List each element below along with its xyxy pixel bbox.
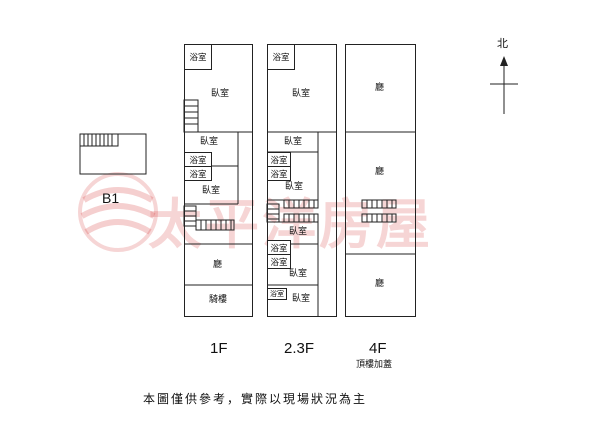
f1-bedroom-top: 臥室 bbox=[211, 89, 230, 99]
f1-bedroom-mid: 臥室 bbox=[200, 137, 219, 147]
f23-bedroom-4: 臥室 bbox=[289, 269, 308, 279]
f23-bathroom-e: 浴室 bbox=[267, 288, 287, 300]
f4-hall-1: 廳 bbox=[375, 83, 385, 93]
f23-bathroom-c: 浴室 bbox=[267, 240, 291, 255]
f4-hall-2: 廳 bbox=[375, 167, 385, 177]
floor-23f-label: 2.3F bbox=[284, 340, 315, 357]
disclaimer-note: 本圖僅供參考，實際以現場狀況為主 bbox=[143, 392, 368, 406]
f23-bedroom-5: 臥室 bbox=[292, 294, 311, 304]
f23-bedroom-1: 臥室 bbox=[284, 137, 303, 147]
f4-hall-3: 廳 bbox=[375, 279, 385, 289]
f23-bedroom-top: 臥室 bbox=[292, 89, 311, 99]
f23-bathroom-b: 浴室 bbox=[267, 166, 291, 181]
floor-4f-outline bbox=[345, 44, 416, 317]
f23-bathroom-d: 浴室 bbox=[267, 254, 291, 269]
f23-bedroom-2: 臥室 bbox=[285, 182, 304, 192]
f23-bathroom-a: 浴室 bbox=[267, 152, 291, 167]
f1-arcade: 騎樓 bbox=[209, 295, 228, 305]
f1-bathroom-top: 浴室 bbox=[184, 44, 212, 70]
f23-bedroom-3: 臥室 bbox=[289, 227, 308, 237]
f1-bathroom-a: 浴室 bbox=[184, 152, 212, 167]
floor-4f-sublabel: 頂樓加蓋 bbox=[356, 360, 393, 370]
floor-4f-label: 4F bbox=[369, 340, 387, 357]
compass-north-label: 北 bbox=[497, 37, 508, 50]
f1-bedroom-low: 臥室 bbox=[202, 186, 221, 196]
basement-label: B1 bbox=[102, 190, 120, 206]
floor-1f-label: 1F bbox=[210, 340, 228, 357]
f1-bathroom-b: 浴室 bbox=[184, 166, 212, 181]
f1-hall: 廳 bbox=[213, 260, 223, 270]
f23-bathroom-top: 浴室 bbox=[267, 44, 295, 70]
